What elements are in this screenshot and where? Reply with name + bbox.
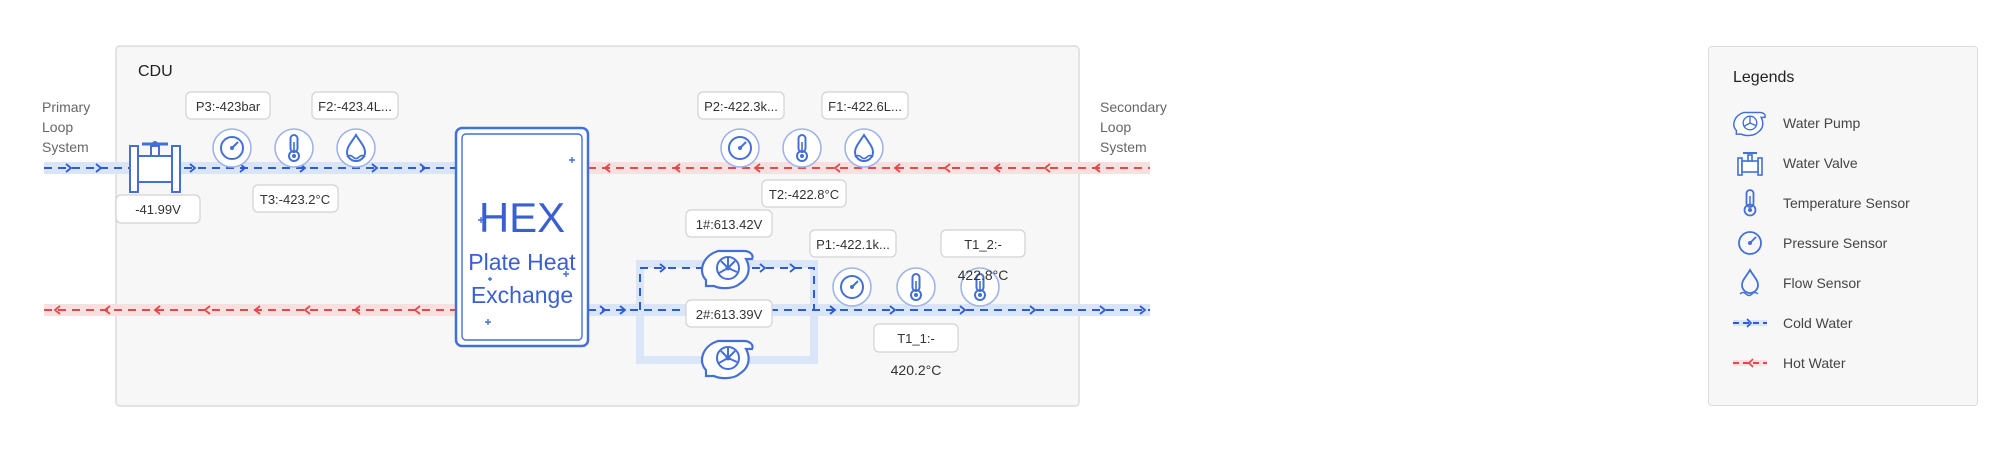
svg-text:System: System bbox=[1100, 139, 1147, 155]
tag-p2: P2:-422.3k... bbox=[697, 91, 785, 120]
plate-heat-exchanger[interactable]: HEX Plate Heat Exchange bbox=[454, 126, 590, 348]
tag-t2: T2:-422.8°C bbox=[761, 179, 847, 208]
legend-label-cold-water: Cold Water bbox=[1783, 315, 1853, 331]
svg-text:1#:613.42V: 1#:613.42V bbox=[696, 217, 763, 232]
pressure-sensor-p1-icon[interactable] bbox=[832, 267, 872, 307]
svg-text:System: System bbox=[42, 139, 89, 155]
svg-text:Primary: Primary bbox=[42, 99, 90, 115]
legend-item-cold-water: Cold Water bbox=[1733, 307, 1963, 339]
svg-text:P3:-423bar: P3:-423bar bbox=[196, 99, 261, 114]
temperature-sensor-t1-1-icon[interactable] bbox=[896, 267, 936, 307]
t1-2-value: 422.8°C bbox=[958, 267, 1009, 283]
svg-text:Loop: Loop bbox=[42, 119, 73, 135]
legend-panel: Legends Water Pump Water Valve Tempe bbox=[1708, 46, 1978, 406]
primary-hot-band bbox=[44, 304, 456, 316]
svg-text:Secondary: Secondary bbox=[1100, 99, 1167, 115]
svg-text:F1:-422.6L...: F1:-422.6L... bbox=[828, 99, 902, 114]
legend-item-pressure-sensor: Pressure Sensor bbox=[1733, 227, 1963, 259]
legend-item-water-valve: Water Valve bbox=[1733, 147, 1963, 179]
hex-title: HEX bbox=[479, 194, 565, 241]
legend-title: Legends bbox=[1733, 69, 1795, 86]
tag-t1-2: T1_2:- bbox=[940, 229, 1026, 258]
cold-water-line bbox=[1733, 318, 1767, 328]
svg-text:T1_2:-: T1_2:- bbox=[964, 237, 1002, 252]
svg-text:T1_1:-: T1_1:- bbox=[897, 331, 935, 346]
temperature-sensor-t2-icon[interactable] bbox=[782, 128, 822, 168]
tag-t1-1: T1_1:- bbox=[873, 323, 959, 353]
svg-text:F2:-423.4L...: F2:-423.4L... bbox=[318, 99, 392, 114]
hot-water-line bbox=[1733, 358, 1767, 368]
legend-label-hot-water: Hot Water bbox=[1783, 355, 1846, 371]
secondary-loop-label: Secondary Loop System bbox=[1100, 99, 1167, 155]
tag-t3: T3:-423.2°C bbox=[252, 184, 339, 213]
legend-item-temperature-sensor: Temperature Sensor bbox=[1733, 187, 1963, 219]
water-drop-icon bbox=[1739, 268, 1759, 297]
legend-label-temperature-sensor: Temperature Sensor bbox=[1783, 195, 1910, 211]
tag-valve: -41.99V bbox=[115, 194, 201, 224]
legend-label-water-pump: Water Pump bbox=[1783, 115, 1861, 131]
primary-loop-label: Primary Loop System bbox=[42, 99, 90, 155]
svg-text:P1:-422.1k...: P1:-422.1k... bbox=[816, 237, 890, 252]
gauge-icon bbox=[1738, 231, 1762, 255]
thermometer-icon bbox=[1743, 189, 1757, 217]
pressure-sensor-p3-icon[interactable] bbox=[212, 128, 252, 168]
svg-text:T3:-423.2°C: T3:-423.2°C bbox=[260, 192, 330, 207]
legend-label-pressure-sensor: Pressure Sensor bbox=[1783, 235, 1888, 251]
legend-item-hot-water: Hot Water bbox=[1733, 347, 1963, 379]
tag-pump1: 1#:613.42V bbox=[685, 209, 773, 238]
hex-line2: Exchange bbox=[471, 282, 573, 308]
tag-p1: P1:-422.1k... bbox=[809, 229, 897, 258]
svg-text:P2:-422.3k...: P2:-422.3k... bbox=[704, 99, 778, 114]
pressure-sensor-p2-icon[interactable] bbox=[720, 128, 760, 168]
legend-item-flow-sensor: Flow Sensor bbox=[1733, 267, 1963, 299]
svg-text:Loop: Loop bbox=[1100, 119, 1131, 135]
t1-1-value: 420.2°C bbox=[891, 362, 942, 378]
flow-sensor-f1-icon[interactable] bbox=[844, 128, 884, 168]
tag-p3: P3:-423bar bbox=[185, 91, 271, 120]
temperature-sensor-t3-icon[interactable] bbox=[274, 128, 314, 168]
cdu-title: CDU bbox=[138, 63, 173, 80]
tag-f1: F1:-422.6L... bbox=[821, 91, 909, 120]
hex-line1: Plate Heat bbox=[468, 249, 576, 275]
svg-text:2#:613.39V: 2#:613.39V bbox=[696, 307, 763, 322]
water-valve-icon bbox=[1737, 152, 1763, 176]
flow-sensor-f2-icon[interactable] bbox=[336, 128, 376, 168]
tag-f2: F2:-423.4L... bbox=[311, 91, 399, 120]
svg-text:T2:-422.8°C: T2:-422.8°C bbox=[769, 187, 839, 202]
legend-label-flow-sensor: Flow Sensor bbox=[1783, 275, 1861, 291]
water-valve-icon[interactable] bbox=[129, 141, 181, 193]
legend-label-water-valve: Water Valve bbox=[1783, 155, 1858, 171]
tag-pump2: 2#:613.39V bbox=[685, 299, 773, 328]
legend-item-water-pump: Water Pump bbox=[1733, 107, 1963, 139]
flow-arrows bbox=[53, 163, 1147, 315]
svg-text:-41.99V: -41.99V bbox=[135, 202, 181, 217]
water-pump-icon bbox=[1733, 111, 1766, 137]
